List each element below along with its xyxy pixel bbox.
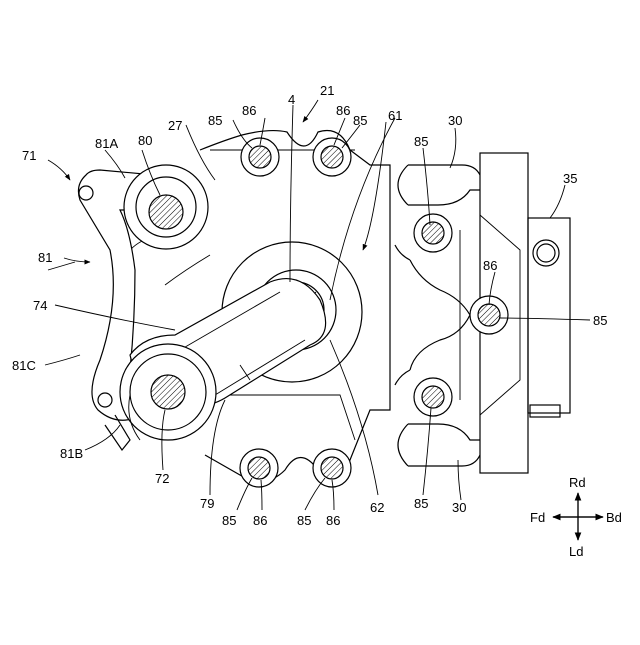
label-30-top: 30 bbox=[448, 113, 462, 128]
label-79: 79 bbox=[200, 496, 214, 511]
roller-bottom-left bbox=[240, 449, 278, 487]
dir-left: Fd bbox=[530, 510, 545, 525]
label-86-bottom-2: 86 bbox=[326, 513, 340, 528]
label-81C: 81C bbox=[12, 358, 36, 373]
dir-right: Bd bbox=[606, 510, 622, 525]
dir-down: Ld bbox=[569, 544, 583, 559]
label-86-top-right: 86 bbox=[336, 103, 350, 118]
shaft-80 bbox=[124, 165, 208, 249]
label-71: 71 bbox=[22, 148, 36, 163]
label-81A: 81A bbox=[95, 136, 118, 151]
label-74: 74 bbox=[33, 298, 47, 313]
label-62: 62 bbox=[370, 500, 384, 515]
label-72: 72 bbox=[155, 471, 169, 486]
direction-compass: Rd Ld Fd Bd bbox=[530, 475, 622, 559]
label-35: 35 bbox=[563, 171, 577, 186]
label-85-right-1: 85 bbox=[414, 134, 428, 149]
label-80: 80 bbox=[138, 133, 152, 148]
label-85-right-2: 85 bbox=[593, 313, 607, 328]
label-81: 81 bbox=[38, 250, 52, 265]
label-85-top-right: 85 bbox=[353, 113, 367, 128]
label-4: 4 bbox=[288, 92, 295, 107]
roller-right-1 bbox=[414, 214, 452, 252]
label-21: 21 bbox=[320, 83, 334, 98]
label-85-bottom-3: 85 bbox=[414, 496, 428, 511]
label-81B: 81B bbox=[60, 446, 83, 461]
label-86-top-left: 86 bbox=[242, 103, 256, 118]
label-85-bottom-2: 85 bbox=[297, 513, 311, 528]
label-86-right: 86 bbox=[483, 258, 497, 273]
label-85-top-left: 85 bbox=[208, 113, 222, 128]
label-86-bottom-1: 86 bbox=[253, 513, 267, 528]
dir-up: Rd bbox=[569, 475, 586, 490]
label-85-bottom-1: 85 bbox=[222, 513, 236, 528]
label-30-bottom: 30 bbox=[452, 500, 466, 515]
label-61: 61 bbox=[388, 108, 402, 123]
label-27: 27 bbox=[168, 118, 182, 133]
roller-right-3 bbox=[414, 378, 452, 416]
shaft-72 bbox=[120, 344, 216, 440]
